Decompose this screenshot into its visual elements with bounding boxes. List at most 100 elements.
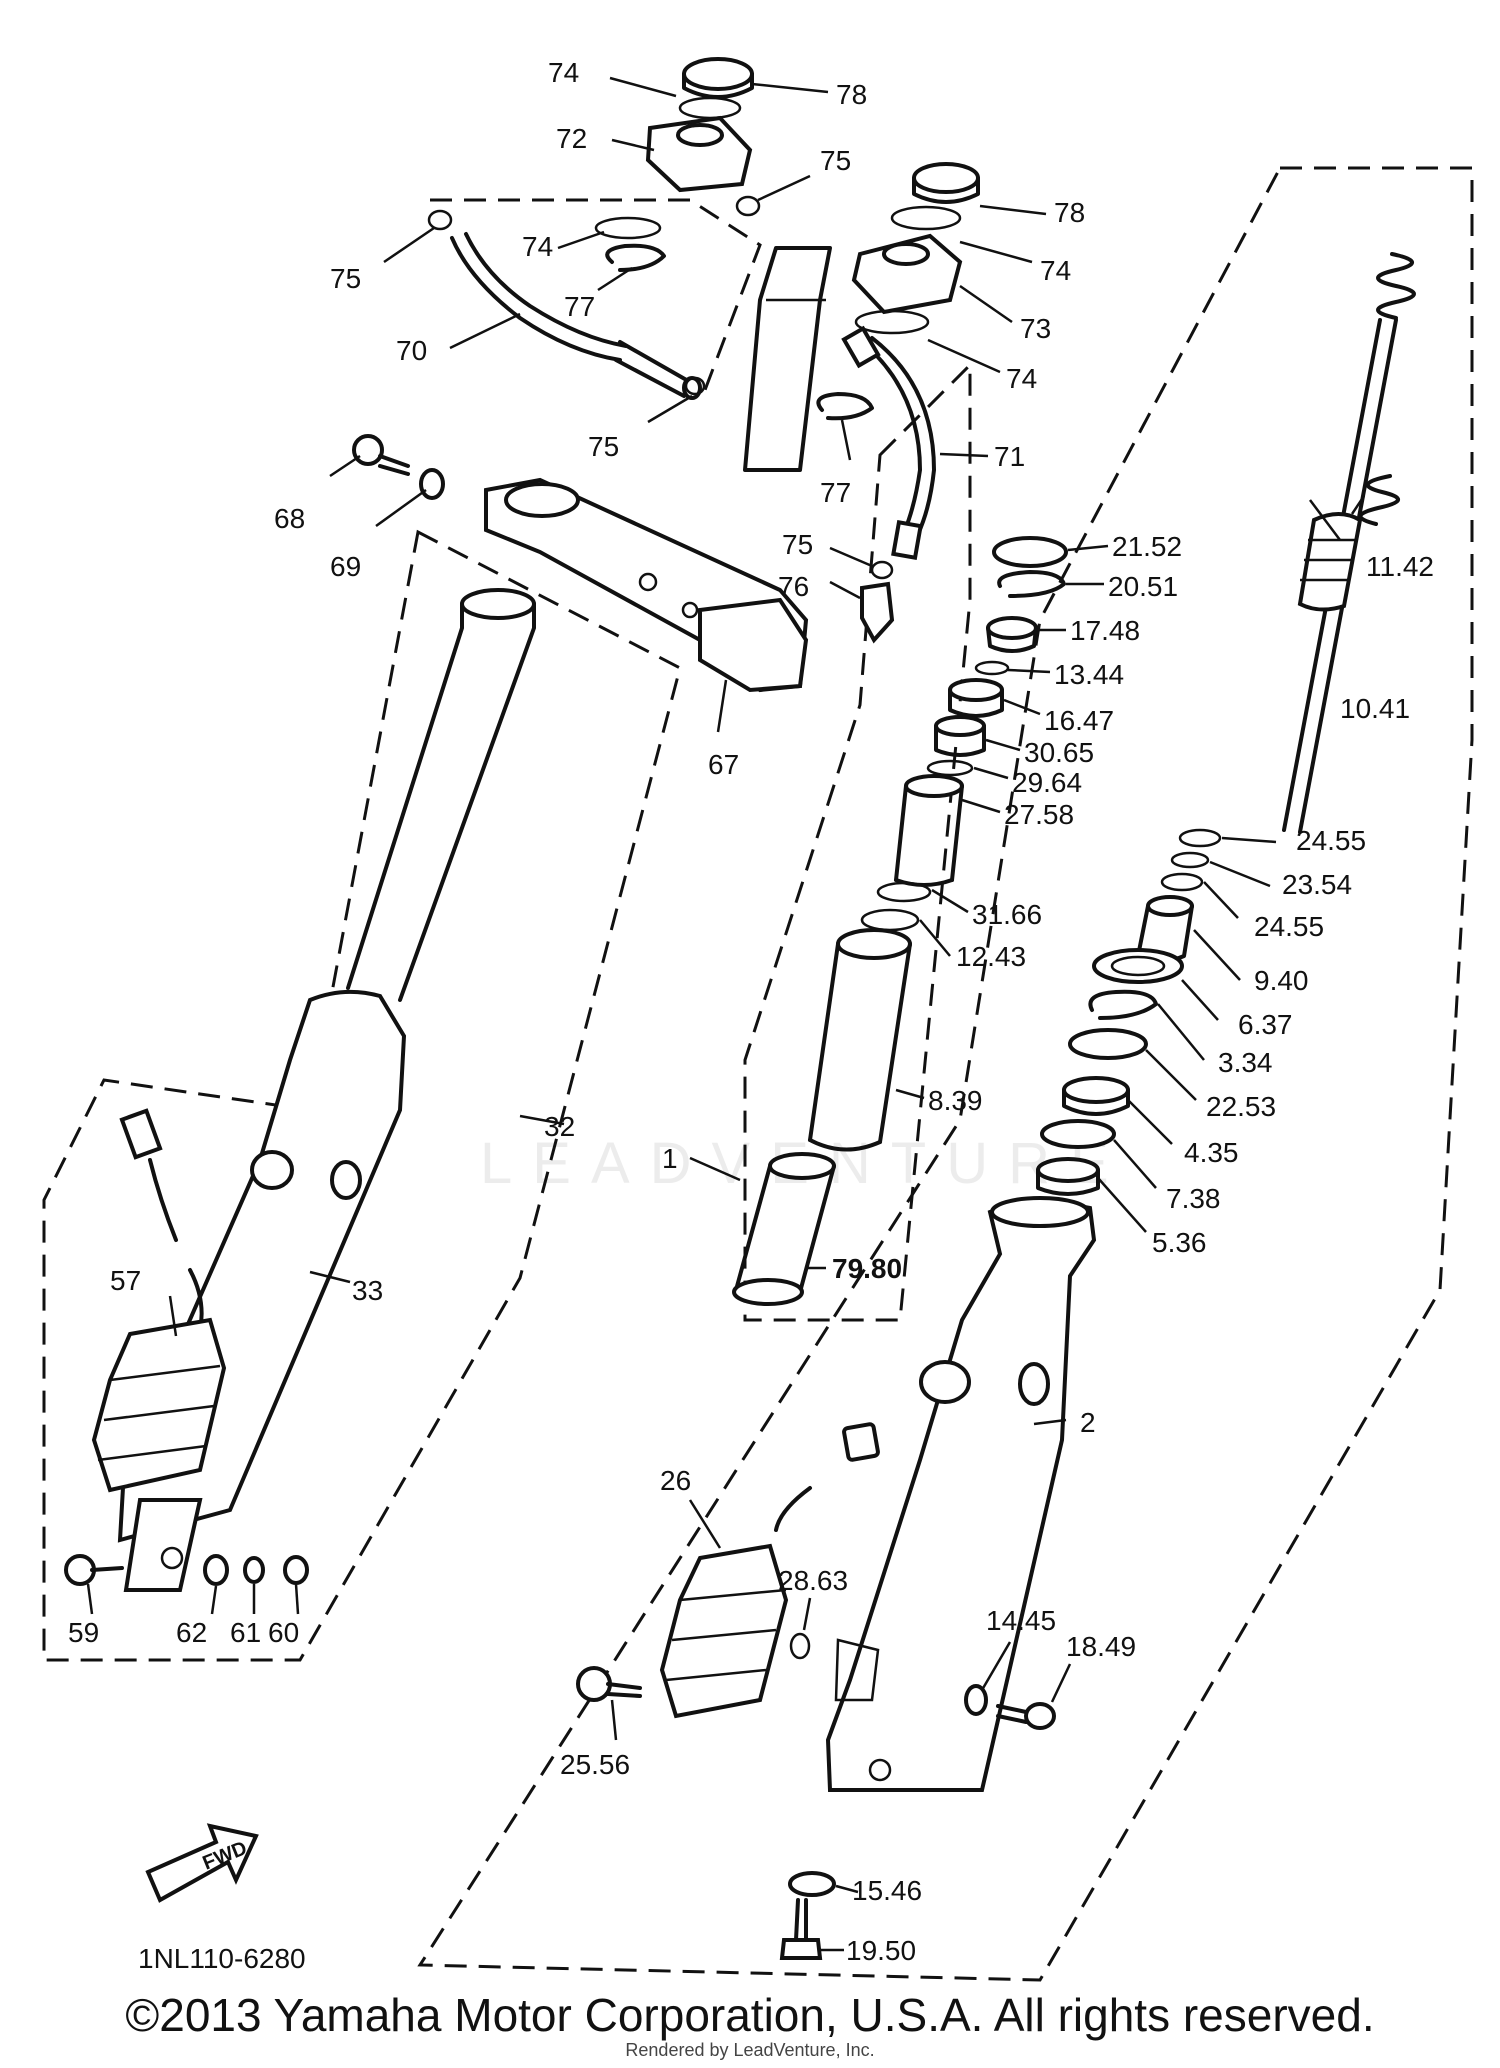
label-25-56: 25.56 — [560, 1749, 630, 1780]
cap-78-top — [682, 57, 754, 99]
clip-3 — [1088, 989, 1158, 1020]
label-15-46: 15.46 — [852, 1875, 922, 1906]
left-fork-boundary — [42, 529, 682, 1662]
fwd-arrow-icon: FWD — [145, 1823, 259, 1903]
bolt-25 — [576, 1666, 642, 1702]
ring-21 — [992, 536, 1068, 568]
label-76: 76 — [778, 571, 809, 602]
fitting-76 — [860, 581, 895, 644]
label-31-66: 31.66 — [972, 899, 1042, 930]
label-26: 26 — [660, 1465, 691, 1496]
label-71: 71 — [994, 441, 1025, 472]
label-67: 67 — [708, 749, 739, 780]
label-29-64: 29.64 — [1012, 767, 1082, 798]
label-60: 60 — [268, 1617, 299, 1648]
washer-14 — [964, 1684, 988, 1716]
label-8-39: 8.39 — [928, 1085, 983, 1116]
label-17-48: 17.48 — [1070, 615, 1140, 646]
clip-77-left — [605, 243, 666, 272]
holder-73 — [851, 233, 963, 315]
label-19-50: 19.50 — [846, 1935, 916, 1966]
label-16-47: 16.47 — [1044, 705, 1114, 736]
oring-74-right-b — [854, 309, 930, 335]
washer-23 — [1170, 851, 1210, 869]
rendered-by-credit: Rendered by LeadVenture, Inc. — [625, 2040, 875, 2060]
ring-29 — [926, 759, 974, 777]
bushing-5 — [1036, 1157, 1100, 1196]
ring-7 — [1040, 1119, 1116, 1149]
washer-61 — [243, 1556, 265, 1584]
seal-4 — [1062, 1076, 1130, 1116]
label-79-80: 79.80 — [832, 1253, 902, 1284]
nut-60 — [283, 1555, 309, 1585]
hose-71 — [841, 325, 936, 560]
label-75-b: 75 — [330, 263, 361, 294]
oring-74-left — [594, 216, 662, 240]
label-75-d: 75 — [782, 529, 813, 560]
diagram-code: 1NL110-6280 — [138, 1943, 306, 1974]
clip-77-right — [816, 392, 874, 421]
oring-74-right-a — [890, 205, 962, 231]
label-3-34: 3.34 — [1218, 1047, 1273, 1078]
label-59: 59 — [68, 1617, 99, 1648]
tube-27 — [894, 774, 964, 887]
hose-bracket-boundary — [430, 198, 762, 391]
tube-1 — [732, 1152, 836, 1306]
label-75-a: 75 — [820, 145, 851, 176]
cap-17 — [986, 616, 1038, 653]
label-33: 33 — [352, 1275, 383, 1306]
label-24-55-a: 24.55 — [1296, 825, 1366, 856]
label-74-right-b: 74 — [1006, 363, 1037, 394]
label-22-53: 22.53 — [1206, 1091, 1276, 1122]
oring-75-d — [870, 560, 894, 580]
sensor-57 — [91, 1108, 227, 1493]
part-labels: 74 78 72 75 75 74 77 70 75 78 74 73 74 7… — [68, 57, 1434, 1974]
inner-tube-32 — [346, 588, 536, 1002]
seal-6 — [1092, 948, 1184, 984]
label-12-43: 12.43 — [956, 941, 1026, 972]
holder-72 — [645, 115, 753, 193]
label-18-49: 18.49 — [1066, 1631, 1136, 1662]
label-61: 61 — [230, 1617, 261, 1648]
seal-12 — [860, 908, 920, 932]
label-32: 32 — [544, 1111, 575, 1142]
cylinder-8 — [808, 928, 912, 1152]
label-10-41: 10.41 — [1340, 693, 1410, 724]
oring-13 — [974, 660, 1010, 676]
piston-30 — [934, 715, 986, 757]
label-5-36: 5.36 — [1152, 1227, 1207, 1258]
label-30-65: 30.65 — [1024, 737, 1094, 768]
washer-62 — [203, 1554, 229, 1586]
label-74-right-a: 74 — [1040, 255, 1071, 286]
label-75-c: 75 — [588, 431, 619, 462]
label-14-45: 14.45 — [986, 1605, 1056, 1636]
bolt-68 — [352, 434, 410, 476]
label-77-left: 77 — [564, 291, 595, 322]
oring-74-top — [678, 96, 742, 120]
label-27-58: 27.58 — [1004, 799, 1074, 830]
oring-75-c — [684, 376, 706, 396]
label-70: 70 — [396, 335, 427, 366]
label-11-42: 11.42 — [1366, 551, 1434, 582]
ring-31 — [876, 881, 932, 903]
washer-69 — [419, 468, 445, 500]
rod-10 — [1282, 318, 1398, 834]
label-78-top: 78 — [836, 79, 867, 110]
bolt-18 — [996, 1702, 1056, 1730]
label-7-38: 7.38 — [1166, 1183, 1221, 1214]
label-9-40: 9.40 — [1254, 965, 1309, 996]
right-fork-boundary — [417, 166, 1474, 1982]
label-6-37: 6.37 — [1238, 1009, 1293, 1040]
clip-20 — [997, 570, 1066, 598]
label-21-52: 21.52 — [1112, 531, 1182, 562]
leader-lines — [86, 76, 1366, 1952]
label-74-top: 74 — [548, 57, 579, 88]
label-77-right: 77 — [820, 477, 851, 508]
label-23-54: 23.54 — [1282, 869, 1352, 900]
oring-75-a — [735, 195, 761, 217]
oring-75-b — [427, 209, 453, 231]
label-57: 57 — [110, 1265, 141, 1296]
bracket-67 — [484, 477, 809, 693]
label-69: 69 — [330, 551, 361, 582]
label-20-51: 20.51 — [1108, 571, 1178, 602]
